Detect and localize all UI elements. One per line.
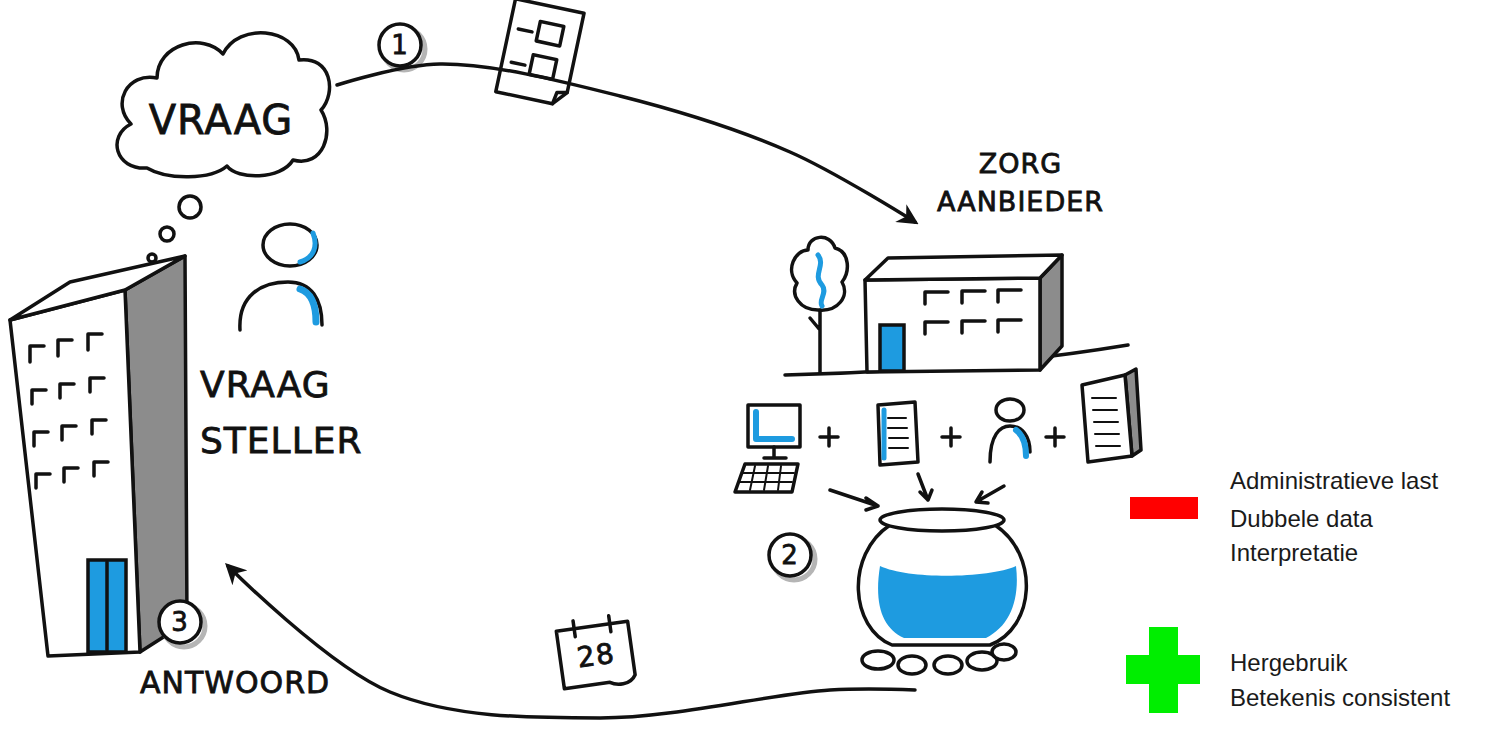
calendar-icon	[555, 613, 636, 692]
monitor	[748, 405, 800, 447]
monitor-stand	[764, 447, 786, 458]
form-fold	[553, 90, 568, 106]
monitor-screen	[756, 412, 792, 439]
form-checkbox	[536, 21, 564, 46]
thought-bubbles	[148, 196, 201, 262]
legend-label: Administratieve last	[1230, 466, 1438, 496]
legend-label: Interpretatie	[1230, 538, 1358, 568]
keyboard	[735, 464, 798, 492]
person-head	[263, 224, 317, 266]
person-body	[240, 282, 322, 330]
binder-lines	[1092, 398, 1120, 446]
provider-node: ZORG AANBIEDER	[915, 145, 1105, 690]
date-number: 28	[564, 634, 628, 678]
thought-bubble	[160, 227, 174, 241]
legend-label: Betekenis consistent	[1230, 683, 1450, 713]
cauldron	[858, 509, 1026, 674]
merge-arrow	[918, 474, 932, 500]
requester-node: VRAAG STELLER	[10, 252, 228, 657]
merge-arrow	[830, 490, 878, 510]
building-roof	[865, 255, 1062, 280]
tower-roof	[10, 256, 185, 320]
callout-number: 2	[770, 539, 810, 571]
pot-body	[858, 525, 1026, 645]
tower-windows	[30, 334, 108, 488]
fire-log	[934, 656, 962, 674]
form-sheet	[496, 0, 584, 106]
door-split	[105, 562, 109, 650]
node-title: VRAAG STELLER	[200, 357, 390, 469]
pot-rim	[880, 509, 1004, 531]
request-form	[496, 0, 584, 106]
calendar-rings	[573, 616, 611, 637]
keyboard-keys	[740, 466, 794, 490]
callout-number: 3	[160, 606, 200, 638]
tower-front	[10, 290, 140, 656]
plus-symbol	[942, 428, 960, 446]
person-head	[996, 399, 1024, 421]
building-door	[880, 325, 904, 371]
plus-symbol	[820, 428, 838, 446]
body-accent	[1016, 430, 1026, 456]
flow-arrow	[228, 566, 915, 718]
node-title: VRAAG	[105, 96, 337, 144]
building-windows	[925, 290, 1021, 334]
person-icon	[240, 224, 322, 330]
fire-log	[992, 644, 1016, 660]
person-body	[990, 426, 1030, 462]
thought-bubble	[179, 196, 201, 218]
office-tower	[10, 256, 187, 656]
legend-swatch	[1130, 512, 1198, 519]
fire-log	[862, 651, 894, 669]
tree-accent	[818, 255, 824, 306]
legend-swatch	[1149, 627, 1178, 713]
pot-contents	[878, 566, 1017, 638]
form-checkbox	[529, 55, 557, 80]
calendar-sheet	[556, 621, 636, 692]
merge-arrow	[976, 486, 1004, 503]
thought-cloud: VRAAG	[105, 18, 337, 183]
tower-door	[88, 560, 126, 652]
callout-circle	[769, 534, 811, 576]
care-building	[785, 237, 1128, 375]
callout-number: 1	[380, 29, 420, 61]
body-accent	[300, 289, 316, 322]
paper-document	[878, 402, 918, 465]
binder	[1082, 375, 1132, 462]
answer-label: ANTWOORD	[140, 663, 370, 703]
legend-label: Hergebruik	[1230, 648, 1347, 678]
flow-arrow	[337, 64, 915, 222]
fire-log	[898, 656, 926, 674]
tree-crown	[792, 237, 848, 310]
callout-circle	[379, 24, 421, 66]
plus-symbol	[1046, 428, 1064, 446]
head-accent	[300, 233, 315, 262]
document-lines	[888, 418, 908, 448]
data-sources	[735, 369, 1141, 510]
tree-trunk	[810, 310, 820, 373]
node-title: ZORG AANBIEDER	[933, 145, 1108, 221]
callout-circle	[159, 601, 201, 643]
thought-bubble	[148, 254, 156, 262]
document-accent	[882, 410, 887, 458]
legend-label: Dubbele data	[1230, 504, 1373, 534]
form-lines	[511, 29, 532, 65]
building-front	[865, 278, 1040, 372]
